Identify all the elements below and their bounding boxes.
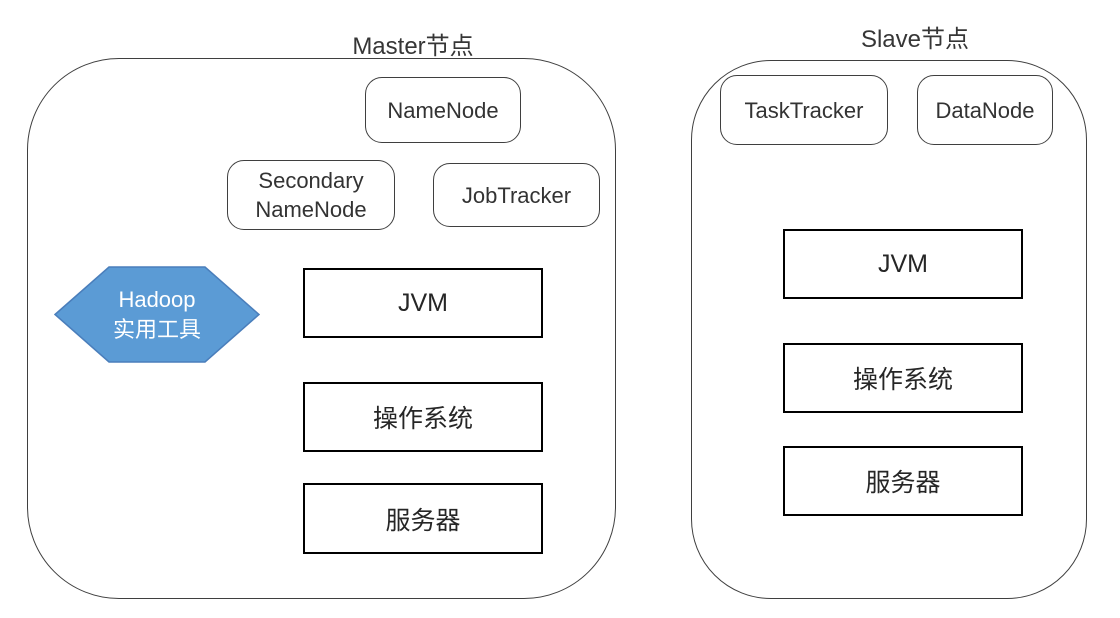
namenode-label: NameNode [387, 97, 499, 123]
master-jvm-box: JVM [303, 268, 543, 338]
secondary-namenode-label-line1: Secondary [258, 168, 364, 193]
slave-server-label: 服务器 [865, 469, 941, 497]
jobtracker-label: JobTracker [461, 182, 572, 208]
hexagon-label-line2: 实用工具 [112, 316, 201, 342]
secondary-namenode-box: Secondary NameNode [227, 160, 395, 230]
tasktracker-label: TaskTracker [744, 97, 864, 123]
hexagon-shape [54, 266, 260, 363]
master-jvm-label: JVM [398, 288, 448, 317]
datanode-box: DataNode [917, 75, 1053, 145]
slave-group-label: Slave节点 [860, 26, 970, 53]
slave-jvm-box: JVM [783, 229, 1023, 299]
master-os-label: 操作系统 [372, 405, 473, 433]
secondary-namenode-label-line2: NameNode [255, 197, 367, 222]
tasktracker-box: TaskTracker [720, 75, 888, 145]
slave-os-box: 操作系统 [783, 343, 1023, 413]
hexagon-graphic [54, 266, 260, 363]
jobtracker-box: JobTracker [433, 163, 600, 227]
hexagon-label: Hadoop 实用工具 [54, 266, 260, 363]
master-server-box: 服务器 [303, 483, 543, 554]
hexagon-label-line1: Hadoop [118, 286, 196, 312]
master-group-label: Master节点 [352, 33, 474, 60]
datanode-label: DataNode [935, 97, 1035, 123]
slave-os-label: 操作系统 [852, 366, 953, 394]
namenode-box: NameNode [365, 77, 521, 143]
master-server-label: 服务器 [385, 506, 461, 535]
slave-jvm-label: JVM [878, 249, 928, 278]
hadoop-utility-hexagon: Hadoop 实用工具 [54, 266, 260, 363]
master-os-box: 操作系统 [303, 382, 543, 452]
slave-server-box: 服务器 [783, 446, 1023, 516]
